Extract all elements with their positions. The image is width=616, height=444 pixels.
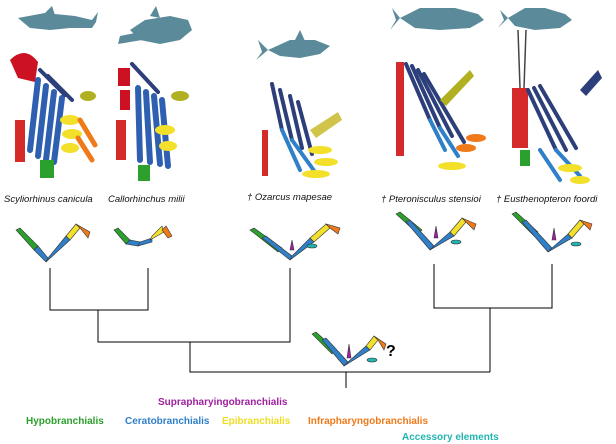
eusthenopteron-silhouette-icon <box>498 8 572 30</box>
legend-accessory-elements: Accessory elements <box>402 432 499 443</box>
taxon-label-pteronisculus: † Pteronisculus stensioi <box>381 194 482 205</box>
skeleton-callorhinchus <box>116 62 189 181</box>
legend-hypobranchialis: Hypobranchialis <box>26 416 104 427</box>
chimaera-silhouette-icon <box>118 6 192 44</box>
skeleton-pteronisculus <box>396 62 486 170</box>
legend-epibranchialis: Epibranchialis <box>222 416 291 427</box>
cladogram-tree <box>49 264 553 388</box>
skeleton-ozarcus <box>262 82 342 178</box>
taxon-label-ozarcus: † Ozarcus mapesae <box>247 192 332 203</box>
taxon-label-eusthenopteron: † Eusthenopteron foordi <box>496 194 598 205</box>
arch-schematic-eusthenopteron <box>511 211 593 253</box>
legend-ceratobranchialis: Ceratobranchialis <box>125 416 210 427</box>
arch-schematic-callorhinchus <box>113 225 173 247</box>
arch-schematic-ancestor <box>311 331 387 367</box>
taxon-label-scyliorhinus: Scyliorhinus canicula <box>4 194 93 205</box>
ancestor-question-mark: ? <box>386 343 396 360</box>
ozarcus-silhouette-icon <box>256 30 330 60</box>
taxon-label-callorhinchus: Callorhinchus milii <box>108 194 185 205</box>
arch-schematic-pteronisculus <box>395 211 477 251</box>
legend-infrapharyngobranchialis: Infrapharyngobranchialis <box>308 416 428 427</box>
skeleton-scyliorhinus <box>10 52 98 178</box>
shark-silhouette-icon <box>18 6 98 30</box>
arch-schematic-scyliorhinus <box>15 223 91 263</box>
pteronisculus-silhouette-icon <box>390 8 484 30</box>
arch-schematic-ozarcus <box>249 223 341 261</box>
legend: Suprapharyingobranchialis Hypobranchiali… <box>26 397 499 443</box>
legend-suprapharyngobranchialis: Suprapharyingobranchialis <box>158 397 288 408</box>
skeleton-eusthenopteron <box>512 29 602 184</box>
